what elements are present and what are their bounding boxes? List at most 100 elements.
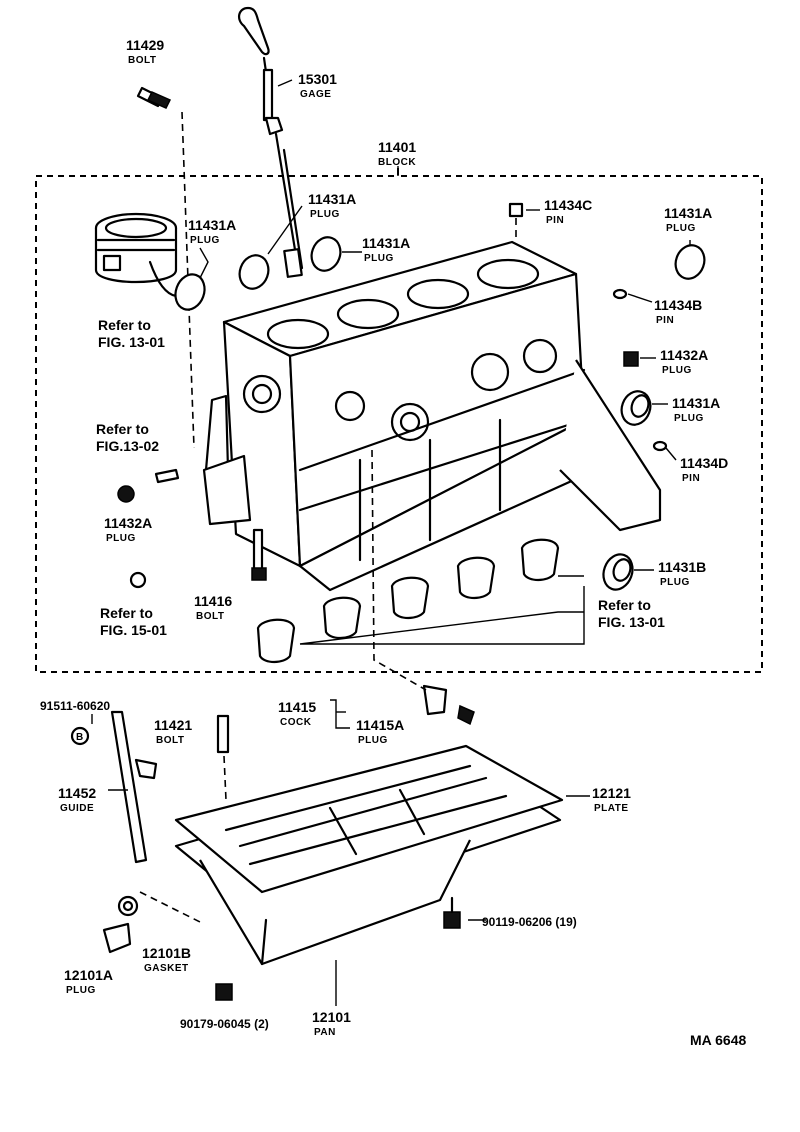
part-name: PLUG xyxy=(66,985,96,996)
label-11401: 11401 BLOCK xyxy=(378,139,416,168)
pin-11434b-icon xyxy=(612,288,628,300)
ref-line1: Refer to xyxy=(96,421,149,437)
part-number: 11431A xyxy=(188,217,236,233)
part-name: PLUG xyxy=(364,253,394,264)
label-12121: 12121 PLATE xyxy=(592,785,631,814)
part-number: 12101B xyxy=(142,945,191,961)
part-name: PLUG xyxy=(358,735,388,746)
bolt-90179-icon xyxy=(215,983,233,1001)
label-11416: 11416 BOLT xyxy=(194,593,232,622)
part-number: 11432A xyxy=(104,515,152,531)
label-11431a-2: 11431A PLUG xyxy=(308,191,356,220)
part-name: BOLT xyxy=(156,735,184,746)
plug-12101a-icon xyxy=(102,922,132,954)
drain-cock-icon xyxy=(371,449,475,726)
label-11431b: 11431B PLUG xyxy=(658,559,706,588)
dipstick-gage xyxy=(238,6,304,278)
part-name: PLUG xyxy=(666,223,696,234)
part-number: 11415 xyxy=(278,699,316,715)
bolt-11416-icon xyxy=(251,528,267,581)
part-name: GASKET xyxy=(144,963,189,974)
part-number: 11421 xyxy=(154,717,192,733)
plug-11431a-left xyxy=(174,273,206,311)
ref-fig-13-02: Refer to FIG.13-02 xyxy=(96,421,159,454)
part-number: 11416 xyxy=(194,593,232,609)
plug-11431a-right-top xyxy=(674,244,706,280)
part-number: 15301 xyxy=(298,71,337,87)
label-11432a-right: 11432A PLUG xyxy=(660,347,708,376)
ref-fig-15-01: Refer to FIG. 15-01 xyxy=(100,605,167,638)
plug-11431b xyxy=(602,553,634,591)
label-90179: 90179-06045 (2) xyxy=(180,1017,269,1031)
plug-11431a-right xyxy=(620,390,652,426)
ref-line2: FIG. 15-01 xyxy=(100,622,167,638)
label-11421: 11421 BOLT xyxy=(154,717,192,746)
part-number: 11434C xyxy=(544,197,592,213)
part-number: 11432A xyxy=(660,347,708,363)
label-11429: 11429 BOLT xyxy=(126,37,164,66)
plug-11432a-right-icon xyxy=(623,351,639,367)
guide-tube-11452 xyxy=(70,710,158,864)
part-name: PLUG xyxy=(106,533,136,544)
label-90119: 90119-06206 (19) xyxy=(482,915,577,929)
part-number: 11431A xyxy=(672,395,720,411)
label-91511: 91511-60620 B xyxy=(40,699,110,743)
bolt-90119-icon xyxy=(443,896,461,929)
plug-left-lower-icon xyxy=(129,571,147,589)
part-number: 11431B xyxy=(658,559,706,575)
part-name: COCK xyxy=(280,717,312,728)
figure-code: MA 6648 xyxy=(690,1032,747,1048)
label-15301: 15301 GAGE xyxy=(298,71,337,100)
pin-11434d-icon xyxy=(652,440,668,452)
part-number: 90119-06206 (19) xyxy=(482,915,577,929)
part-number: 91511-60620 xyxy=(40,699,110,713)
part-name: BOLT xyxy=(128,55,156,66)
label-11452: 11452 GUIDE xyxy=(58,785,96,814)
part-name: PLUG xyxy=(660,577,690,588)
ref-line1: Refer to xyxy=(100,605,153,621)
part-number: 12101A xyxy=(64,967,113,983)
ref-line1: Refer to xyxy=(98,317,151,333)
ref-line2: FIG.13-02 xyxy=(96,438,159,454)
label-12101: 12101 PAN xyxy=(312,1009,351,1038)
part-name: BOLT xyxy=(196,611,224,622)
part-number: 11429 xyxy=(126,37,164,53)
part-name: PLUG xyxy=(674,413,704,424)
part-name: PIN xyxy=(682,473,700,484)
pin-11434c-icon xyxy=(508,202,524,240)
label-11434c: 11434C PIN xyxy=(544,197,592,226)
label-11415: 11415 COCK xyxy=(278,699,316,728)
plug-11431a-mid2 xyxy=(310,236,342,272)
part-name: PLUG xyxy=(662,365,692,376)
part-name: BLOCK xyxy=(378,157,416,168)
part-number: 11434B xyxy=(654,297,702,313)
part-number: 11434D xyxy=(680,455,728,471)
part-number: 90179-06045 (2) xyxy=(180,1017,269,1031)
part-number: 11431A xyxy=(308,191,356,207)
part-number: 11431A xyxy=(362,235,410,251)
label-12101a: 12101A PLUG xyxy=(64,967,113,996)
part-name: PIN xyxy=(656,315,674,326)
label-11432a-left: 11432A PLUG xyxy=(104,515,152,544)
label-11431a-4: 11431A PLUG xyxy=(664,205,712,234)
part-name: PAN xyxy=(314,1027,336,1038)
gasket-12101b-icon xyxy=(117,891,201,923)
part-number: 12121 xyxy=(592,785,631,801)
part-name: GAGE xyxy=(300,89,331,100)
label-11431a-5: 11431A PLUG xyxy=(672,395,720,424)
cylinder-block xyxy=(202,240,662,592)
label-11434d: 11434D PIN xyxy=(680,455,728,484)
baffle-plate xyxy=(174,744,564,894)
plug-11431a-mid1 xyxy=(238,254,270,290)
ref-fig-13-01-right: Refer to FIG. 13-01 xyxy=(598,597,665,630)
circle-marker: B xyxy=(76,732,84,743)
part-name: GUIDE xyxy=(60,803,94,814)
label-12101b: 12101B GASKET xyxy=(142,945,191,974)
label-11434b: 11434B PIN xyxy=(654,297,702,326)
bolt-11421-icon xyxy=(216,714,230,801)
label-11431a-1: 11431A PLUG xyxy=(188,217,236,246)
part-name: PLATE xyxy=(594,803,629,814)
part-number: 11401 xyxy=(378,139,416,155)
part-name: PLUG xyxy=(310,209,340,220)
